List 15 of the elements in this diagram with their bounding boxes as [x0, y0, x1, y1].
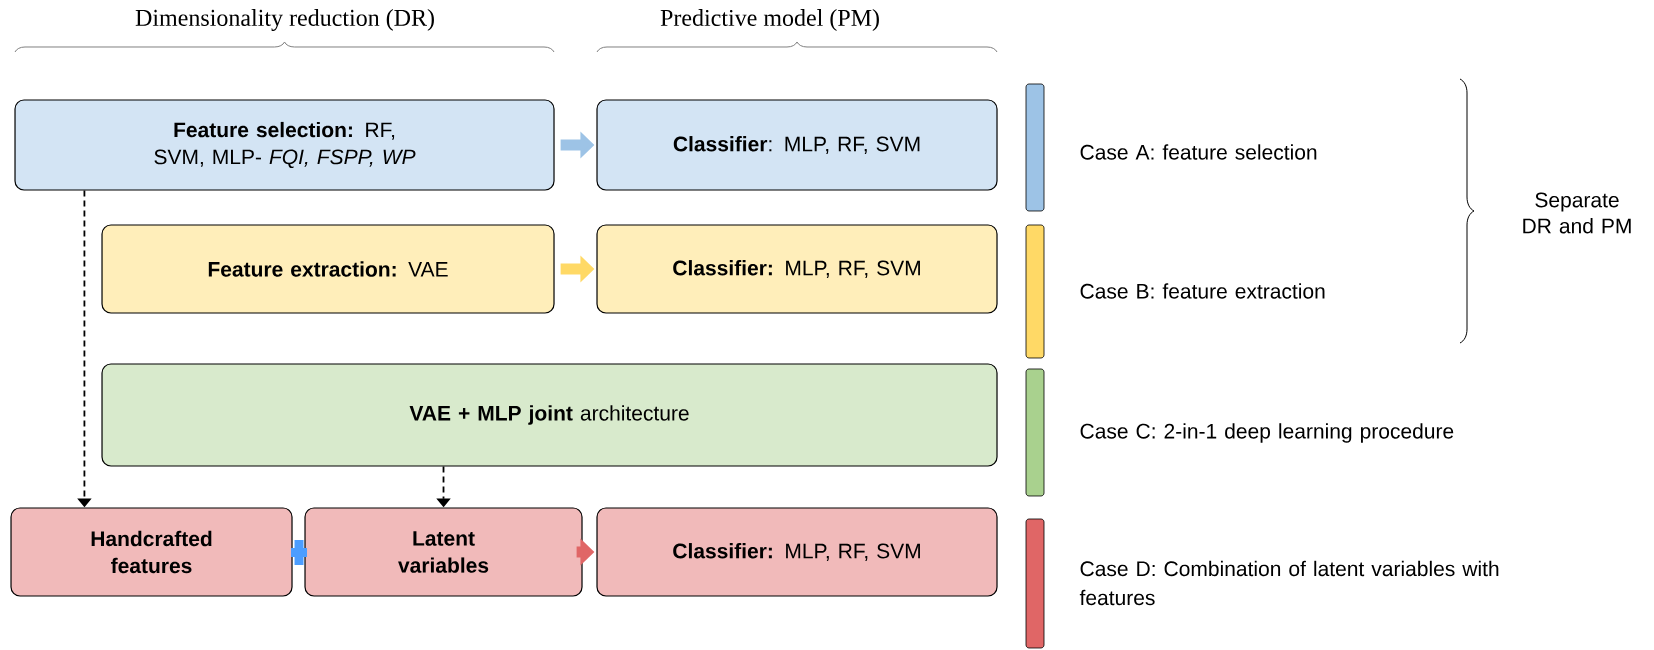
process-box: Latent variables	[304, 507, 583, 597]
process-box: Classifier: MLP, RF, SVM	[596, 507, 998, 597]
process-box: Feature selection: RF, SVM, MLP- FQI, FSPP, WP	[14, 99, 555, 191]
group-label: Separate DR and PM	[1523, 192, 1631, 234]
process-box: Classifier: MLP, RF, SVM	[596, 99, 998, 191]
legend-text: Case A: feature selection	[1080, 144, 1317, 160]
process-box: Feature extraction: VAE	[101, 224, 555, 314]
legend-text: Case B: feature extraction	[1080, 283, 1325, 299]
legend-text: Case C: 2-in-1 deep learning procedure	[1080, 423, 1454, 443]
axis-label: Dimensionality reduction (DR)	[135, 9, 434, 31]
process-box: VAE + MLP joint architecture	[101, 363, 998, 467]
process-box: Classifier: MLP, RF, SVM	[596, 224, 998, 314]
legend-text: Case D: Combination of latent variables with features	[1079, 560, 1499, 606]
process-box: Handcrafted features	[10, 507, 293, 597]
axis-label: Predictive model (PM)	[660, 9, 879, 31]
